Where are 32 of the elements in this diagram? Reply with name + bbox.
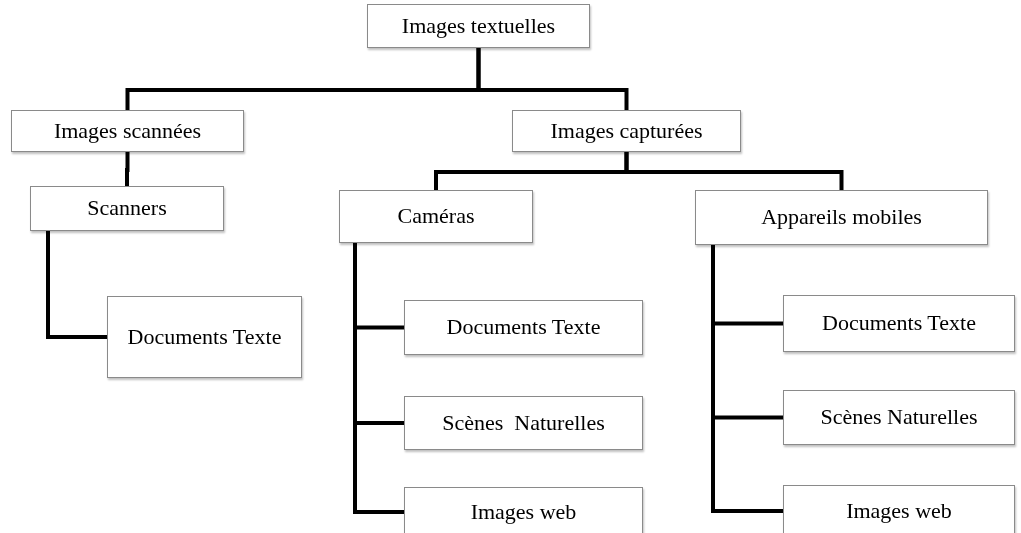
node-label: Images web [470, 498, 577, 526]
node-label: Documents Texte [446, 314, 601, 341]
category-box [404, 396, 643, 450]
node-label: Scènes Naturelles [820, 404, 978, 431]
node-label: Images capturées [550, 117, 703, 145]
category-box [339, 190, 533, 243]
node-label: Scanners [87, 195, 167, 222]
category-box [367, 4, 590, 48]
category-box [695, 190, 988, 245]
category-box [783, 295, 1015, 352]
category-box [107, 296, 302, 378]
category-box [404, 487, 643, 533]
category-box [512, 110, 741, 152]
node-label: Images scannées [53, 117, 202, 145]
category-box [30, 186, 224, 231]
connector-line [125, 152, 130, 186]
connector-line [624, 152, 844, 190]
node-label: Appareils mobiles [761, 204, 922, 231]
connector-line [476, 48, 629, 110]
node-label: Images textuelles [401, 12, 556, 40]
category-box [11, 110, 244, 152]
node-label: Caméras [397, 203, 475, 230]
node-label: Documents Texte [822, 310, 976, 337]
category-box [783, 485, 1015, 533]
node-label: Images web [846, 497, 952, 525]
connector-line [711, 245, 783, 513]
category-box [404, 300, 643, 355]
category-box [783, 390, 1015, 445]
node-label: Documents Texte [127, 323, 282, 351]
connector-line [353, 243, 404, 514]
node-label: Scènes Naturelles [442, 409, 605, 437]
connector-line [46, 231, 107, 339]
